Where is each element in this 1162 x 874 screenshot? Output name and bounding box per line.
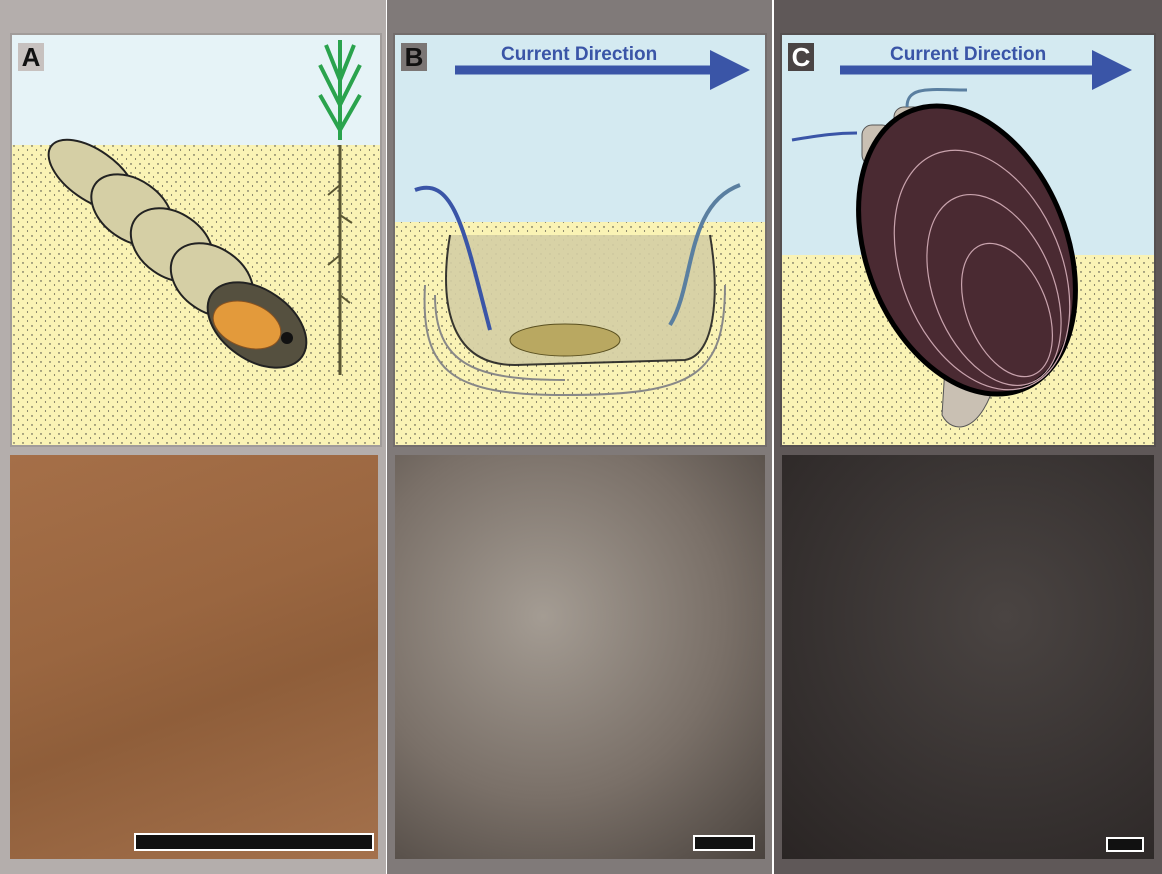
scale-bar <box>134 833 374 851</box>
burrow-illustration-b: B Current Direction <box>393 33 767 447</box>
panel-label-b: B <box>401 43 427 71</box>
panel-a: A <box>0 0 386 874</box>
current-direction-label: Current Direction <box>890 44 1047 65</box>
fossil-photo-b <box>395 455 765 859</box>
scale-bar <box>1106 837 1144 852</box>
burrow-illustration-c: C Current Direction <box>780 33 1156 447</box>
panel-b: B Current Direction <box>387 0 772 874</box>
panel-label-c: C <box>788 43 814 71</box>
current-direction-label: Current Direction <box>501 44 658 65</box>
burrow-illustration-a: A <box>10 33 382 447</box>
panel-label-a: A <box>18 43 44 71</box>
scale-bar <box>693 835 755 851</box>
panel-c: C Current Direction <box>774 0 1162 874</box>
fossil-photo-c <box>782 455 1154 859</box>
fossil-photo-a <box>10 455 378 859</box>
